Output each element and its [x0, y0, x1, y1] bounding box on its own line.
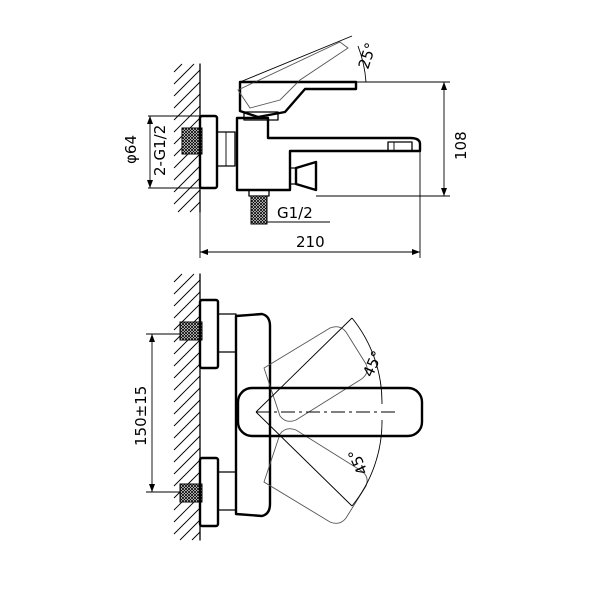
top-view: 150±15 45° 45° [132, 273, 424, 541]
dim-lever-angle-label: 25° [355, 40, 380, 71]
dim-height-label: 108 [452, 131, 470, 160]
spout-aerator-side [387, 141, 413, 152]
dim-angle-lower-label: 45° [344, 446, 371, 478]
cartridge-cap-side [243, 111, 279, 121]
eccentric-connector-side [216, 131, 236, 167]
dim-diameter-label: φ64 [122, 135, 140, 164]
height-dimension-lines [316, 81, 450, 197]
faucet-body-top [234, 312, 272, 518]
flange-dimension-lines [147, 115, 200, 189]
bottom-outlet-side [248, 189, 270, 225]
faucet-body-side [235, 116, 422, 192]
lever-handle-side [238, 80, 358, 119]
dim-center-distance-label: 150±15 [132, 386, 150, 446]
lower-inlet-top [179, 456, 237, 528]
handle-ghost-lower [263, 428, 368, 524]
width-dimension-lines [199, 151, 421, 258]
side-view: φ64 2-G1/2 108 210 G1/2 25° [122, 35, 470, 258]
handle-ghost-upper [263, 326, 368, 422]
dim-outlet-thread-label: G1/2 [277, 204, 313, 222]
dim-angle-upper-label: 45° [359, 348, 386, 380]
diverter-knob-side [289, 160, 318, 192]
center-distance-dimension-lines [146, 333, 180, 493]
flange-side [198, 114, 219, 190]
lever-handle-top [236, 386, 424, 438]
dim-inlet-thread-label: 2-G1/2 [151, 125, 169, 176]
lever-handle-raised-ghost [237, 41, 349, 109]
upper-inlet-top [179, 298, 237, 370]
centerlines-top [255, 317, 396, 507]
inlet-thread-side [181, 127, 203, 155]
dim-width-label: 210 [296, 233, 325, 251]
